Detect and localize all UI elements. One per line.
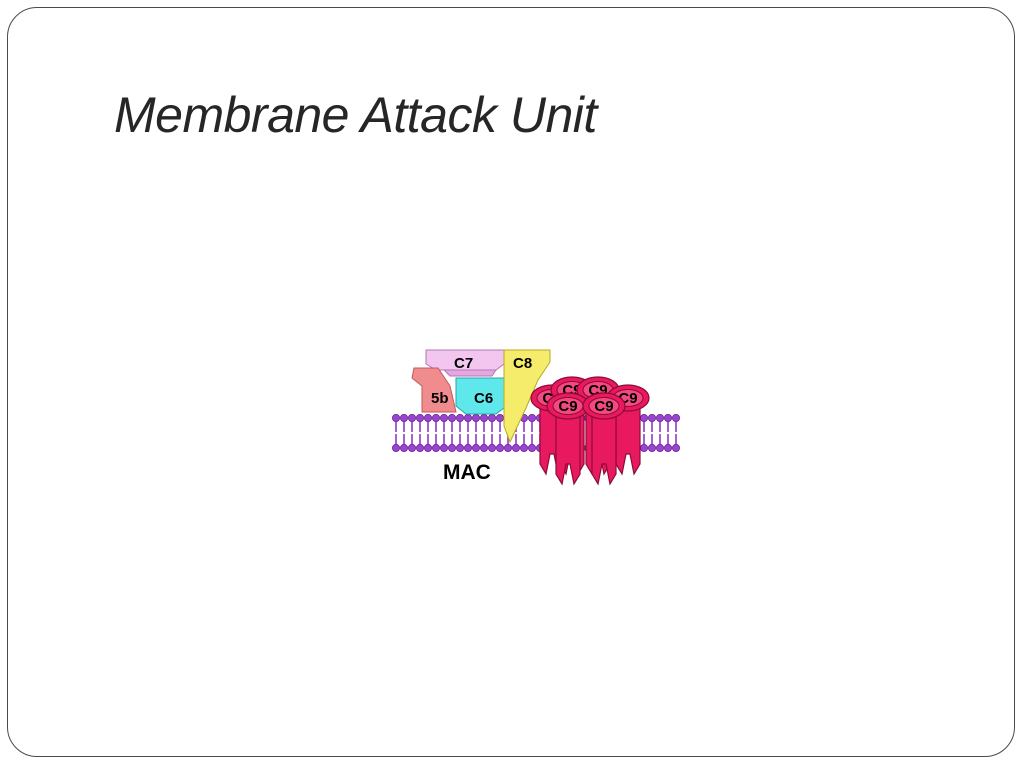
slide-title: Membrane Attack Unit (114, 87, 597, 143)
lipid-head (407, 444, 416, 453)
lipid-head (496, 444, 505, 453)
c9-subunit: C9 (546, 392, 590, 420)
lipid-head (655, 444, 664, 453)
lipid-head (399, 444, 408, 453)
lipid-head (480, 414, 489, 423)
lipid-head (448, 414, 457, 423)
lipid-head (488, 444, 497, 453)
c9-label: C9 (558, 398, 577, 415)
c7-protein: C7 (425, 349, 505, 377)
lipid-head (424, 444, 433, 453)
c9-stem (555, 413, 581, 486)
c8-label: C8 (513, 355, 532, 372)
lipid-head (440, 444, 449, 453)
lipid-head (464, 444, 473, 453)
c6-protein: C6 (455, 377, 505, 415)
lipid-head (671, 414, 680, 423)
lipid-head (415, 444, 424, 453)
lipid-head (655, 414, 664, 423)
lipid-head (512, 444, 521, 453)
c9-polymer: C9C9C9C9C9C9 (530, 376, 650, 486)
lipid-head (399, 414, 408, 423)
lipid-head (392, 444, 400, 453)
lipid-head (663, 444, 672, 453)
lipid-head (392, 414, 400, 423)
lipid-head (440, 414, 449, 423)
lipid-head (448, 444, 457, 453)
lipid-head (472, 444, 481, 453)
lipid-head (496, 414, 505, 423)
lipid-head (647, 414, 656, 423)
lipid-head (504, 444, 513, 453)
c5b-protein: 5b (411, 367, 457, 413)
lipid-head (456, 444, 465, 453)
lipid-head (671, 444, 680, 453)
mac-illustration: C7 5b C6 C8 C9C9C9C9C9C9 MAC (392, 349, 684, 486)
c9-subunit: C9 (582, 392, 626, 420)
lipid-head (415, 414, 424, 423)
lipid-head (663, 414, 672, 423)
c9-stem (591, 413, 617, 486)
lipid-head (432, 444, 441, 453)
c6-label: C6 (474, 390, 493, 407)
lipid-head (424, 414, 433, 423)
lipid-head (472, 414, 481, 423)
c5b-label: 5b (431, 390, 449, 407)
lipid-head (639, 414, 648, 423)
mac-label: MAC (443, 461, 491, 484)
lipid-head (488, 414, 497, 423)
lipid-head (407, 414, 416, 423)
lipid-head (519, 444, 528, 453)
lipid-head (432, 414, 441, 423)
lipid-head (527, 444, 536, 453)
mac-diagram: C7 5b C6 C8 C9C9C9C9C9C9 MAC (392, 346, 684, 490)
c8-protein: C8 (503, 349, 551, 444)
lipid-head (464, 414, 473, 423)
lipid-head (647, 444, 656, 453)
lipid-head (527, 414, 536, 423)
lipid-head (456, 414, 465, 423)
c9-label: C9 (594, 398, 613, 415)
c7-label: C7 (454, 355, 473, 372)
lipid-head (480, 444, 489, 453)
lipid-head (639, 444, 648, 453)
c9-stem (615, 405, 641, 476)
